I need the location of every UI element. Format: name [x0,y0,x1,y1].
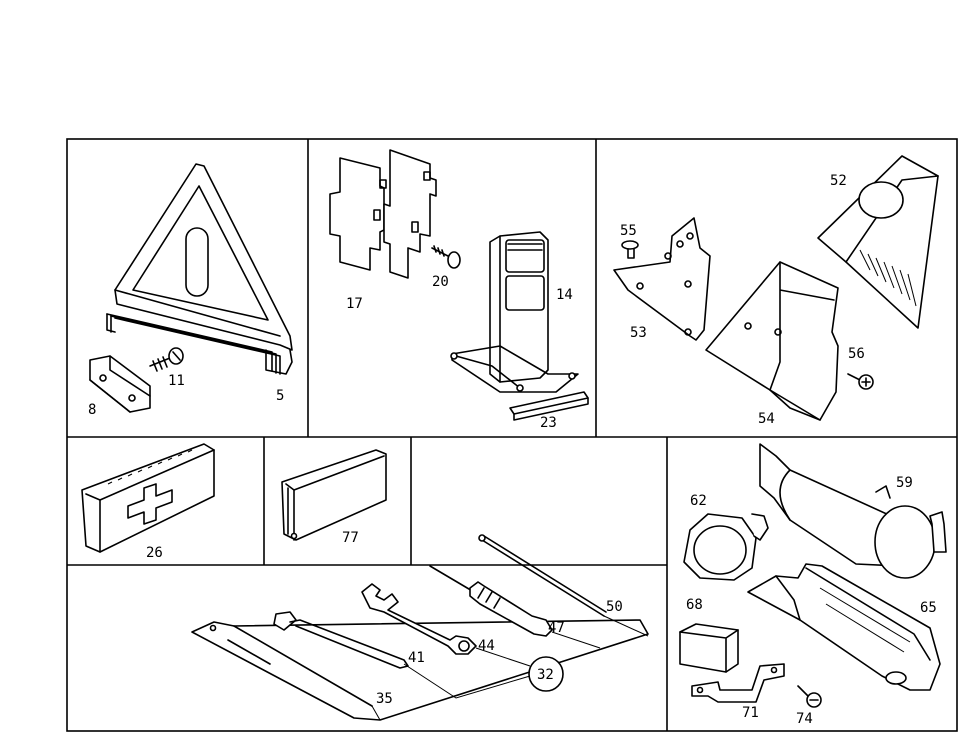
label-71: 71 [742,705,759,721]
warning-lamp-14-drawing [450,231,579,393]
tool-bag-35-drawing [191,619,649,721]
label-5: 5 [276,388,284,404]
warning-lamp-panel: 17 20 14 23 [329,149,589,431]
block-68-drawing [679,623,739,673]
warning-triangle-panel: 8 11 5 [88,163,293,418]
label-35: 35 [376,691,393,707]
panel-frames [66,138,958,732]
label-55: 55 [620,223,637,239]
label-14: 14 [556,287,573,303]
warning-triangle-drawing [106,163,293,375]
label-20: 20 [432,274,449,290]
wedge-52-drawing [817,155,939,329]
label-41: 41 [408,650,425,666]
label-54: 54 [758,411,775,427]
cylinder-59-drawing [759,443,947,579]
first-aid-kit-26-drawing [81,443,215,553]
rod-50-drawing [478,534,607,617]
bracket-53-drawing [613,217,711,341]
spare-parts-panel: 59 62 68 65 71 74 [679,443,947,727]
leader-lines [371,615,649,721]
label-47: 47 [548,620,565,636]
label-26: 26 [146,545,163,561]
label-8: 8 [88,402,96,418]
brackets-panel: 52 55 53 56 54 [613,155,939,427]
label-32: 32 [537,667,554,683]
clamp-62-drawing [683,513,769,581]
bracket-54-drawing [705,261,839,421]
label-65: 65 [920,600,937,616]
tools-panel: 50 47 44 41 35 32 [191,534,649,721]
screwdriver-47-drawing [429,565,553,637]
label-77: 77 [342,530,359,546]
label-23: 23 [540,415,557,431]
label-44: 44 [478,638,495,654]
bracket-71-drawing [691,663,785,703]
bar-23-drawing [509,391,589,421]
screw-20-drawing [431,245,461,269]
label-52: 52 [830,173,847,189]
screw-55-drawing [621,240,639,259]
label-74: 74 [796,711,813,727]
label-59: 59 [896,475,913,491]
manual-case-panel: 77 [281,449,387,546]
label-68: 68 [686,597,703,613]
label-62: 62 [690,493,707,509]
bracket-17-drawing [329,149,437,279]
manual-case-77-drawing [281,449,387,541]
label-11: 11 [168,373,185,389]
first-aid-panel: 26 [81,443,215,561]
screw-74-drawing [797,685,822,708]
label-56: 56 [848,346,865,362]
label-50: 50 [606,599,623,615]
clip-8-drawing [89,355,151,413]
wrench-41-drawing [273,611,409,669]
holder-65-drawing [747,563,941,691]
label-17: 17 [346,296,363,312]
callout-32-circle [528,656,564,692]
label-53: 53 [630,325,647,341]
screw-56-drawing [847,373,874,390]
screw-11-drawing [149,347,184,372]
spanner-44-drawing [361,583,477,655]
